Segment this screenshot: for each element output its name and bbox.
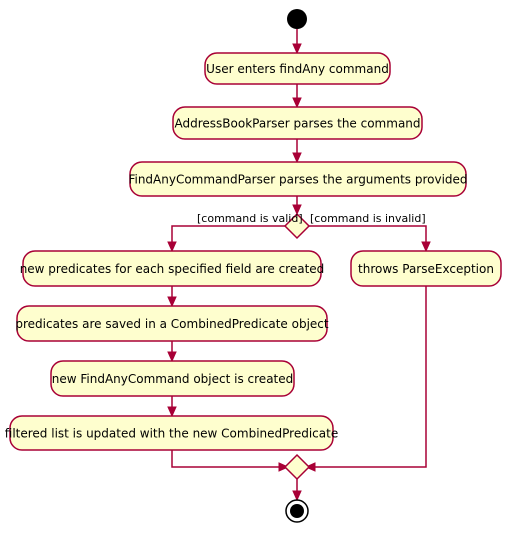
arrowhead	[304, 462, 316, 472]
action-label: filtered list is updated with the new Co…	[5, 427, 338, 441]
action-create-findany-command: new FindAnyCommand object is created	[50, 360, 295, 397]
arrowhead	[167, 406, 177, 418]
action-label: User enters findAny command	[206, 62, 389, 76]
action-label: AddressBookParser parses the command	[174, 117, 420, 131]
action-update-filtered-list: filtered list is updated with the new Co…	[5, 415, 338, 451]
action-label: predicates are saved in a CombinedPredic…	[15, 317, 329, 331]
action-user-enters-command: User enters findAny command	[204, 52, 391, 85]
guard-valid: [command is valid]	[197, 212, 303, 225]
action-save-combined-predicate: predicates are saved in a CombinedPredic…	[15, 305, 329, 342]
arrowhead	[167, 351, 177, 363]
arrowhead	[292, 490, 302, 502]
action-label: FindAnyCommandParser parses the argument…	[128, 173, 467, 187]
edge-decision-invalid	[309, 225, 427, 248]
action-parser-parses-command: AddressBookParser parses the command	[172, 106, 423, 140]
start-node	[287, 9, 307, 29]
action-label: throws ParseException	[358, 262, 494, 276]
decision-diamond	[283, 212, 311, 240]
end-node-outer	[285, 499, 309, 523]
arrowhead	[167, 241, 177, 253]
edge-s7-merge	[171, 450, 285, 468]
action-command-parser-parses-arguments: FindAnyCommandParser parses the argument…	[128, 161, 468, 197]
action-create-predicates: new predicates for each specified field …	[20, 250, 325, 287]
action-label: new FindAnyCommand object is created	[52, 372, 294, 386]
arrowhead	[167, 296, 177, 308]
end-node-inner	[290, 504, 304, 518]
arrowhead	[278, 462, 290, 472]
action-label: new predicates for each specified field …	[20, 262, 325, 276]
edge-decision-valid	[171, 225, 285, 248]
arrowhead	[421, 241, 431, 253]
merge-diamond	[283, 453, 311, 481]
arrowhead	[292, 204, 302, 216]
action-throws-parse-exception: throws ParseException	[350, 250, 502, 287]
guard-invalid: [command is invalid]	[310, 212, 426, 225]
arrowhead	[292, 152, 302, 164]
edge-s8-merge	[309, 286, 427, 468]
arrowhead	[292, 97, 302, 109]
arrowhead	[292, 43, 302, 55]
